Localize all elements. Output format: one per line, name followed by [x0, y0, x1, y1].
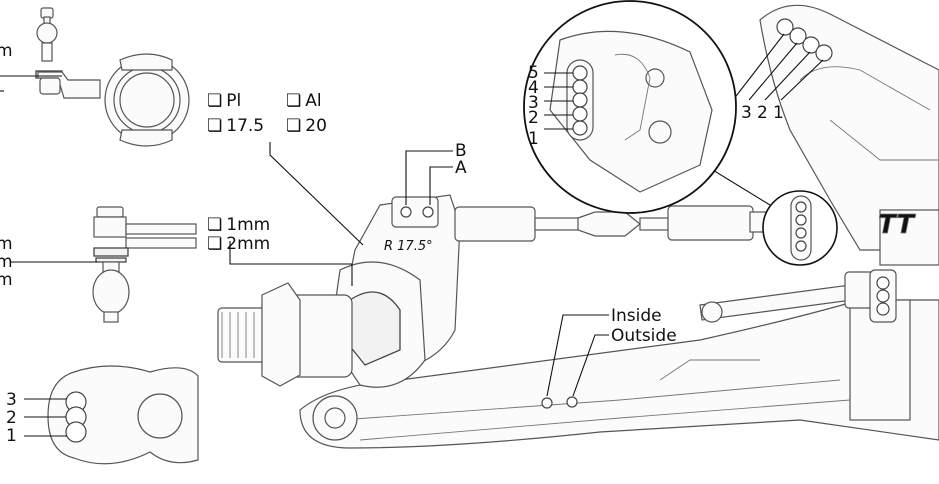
checkbox-1mm[interactable]: ❏1mm: [207, 215, 270, 235]
checkbox-pl[interactable]: ❏Pl: [207, 91, 241, 111]
camber-mount-magnifier: [523, 0, 838, 266]
cut-off-label-1: m: [0, 41, 13, 61]
camber-position-3: 3: [528, 93, 539, 113]
checkbox-1mm-box[interactable]: ❏: [207, 215, 222, 235]
camber-position-4: 4: [528, 78, 539, 98]
checkbox-20-label: 20: [305, 116, 327, 136]
camber-position-2: 2: [528, 108, 539, 128]
checkbox-pl-label: Pl: [226, 91, 241, 111]
arm-mount-plate-detail: [24, 365, 199, 465]
cut-off-label-4: m: [0, 270, 13, 290]
hub-carrier-detail: [0, 7, 190, 147]
steering-block: R 17.5°: [217, 194, 461, 388]
tower-position-2: 2: [757, 103, 768, 123]
checkbox-al-label: Al: [305, 91, 321, 111]
shim-options: ❏1mm ❏2mm: [207, 215, 270, 254]
checkbox-20[interactable]: ❏20: [286, 116, 327, 136]
checkbox-20-box[interactable]: ❏: [286, 116, 301, 136]
block-label-a: A: [455, 158, 467, 178]
arm-hole-outside: Outside: [611, 326, 677, 346]
checkbox-pl-box[interactable]: ❏: [207, 91, 222, 111]
lower-suspension-arm: [299, 299, 939, 449]
tower-position-3: 3: [741, 103, 752, 123]
tower-position-1: 1: [773, 103, 784, 123]
material-options: ❏Pl ❏Al ❏17.5 ❏20: [207, 91, 327, 136]
cut-off-label-3: m: [0, 252, 13, 272]
hub-marking: R 17.5°: [384, 239, 433, 254]
checkbox-1mm-label: 1mm: [226, 215, 270, 235]
steering-rod: [699, 269, 897, 323]
checkbox-17-5[interactable]: ❏17.5: [207, 116, 264, 136]
arm-position-2: 2: [6, 408, 17, 428]
checkbox-17-5-label: 17.5: [226, 116, 264, 136]
checkbox-17-5-box[interactable]: ❏: [207, 116, 222, 136]
checkbox-2mm[interactable]: ❏2mm: [207, 234, 270, 254]
arm-hole-inside: Inside: [611, 306, 662, 326]
arm-position-1: 1: [6, 426, 17, 446]
brand-fragment: TT: [878, 210, 916, 240]
arm-position-3: 3: [6, 390, 17, 410]
checkbox-2mm-label: 2mm: [226, 234, 270, 254]
checkbox-al[interactable]: ❏Al: [286, 91, 322, 111]
camber-position-1: 1: [528, 129, 539, 149]
block-label-b: B: [455, 141, 467, 161]
shock-tower: [732, 4, 939, 266]
cut-off-label-2: m: [0, 234, 13, 254]
checkbox-al-box[interactable]: ❏: [286, 91, 301, 111]
leader-lines: [229, 142, 609, 397]
checkbox-2mm-box[interactable]: ❏: [207, 234, 222, 254]
ball-stud-shim-detail: [10, 206, 197, 323]
camber-position-5: 5: [528, 63, 539, 83]
